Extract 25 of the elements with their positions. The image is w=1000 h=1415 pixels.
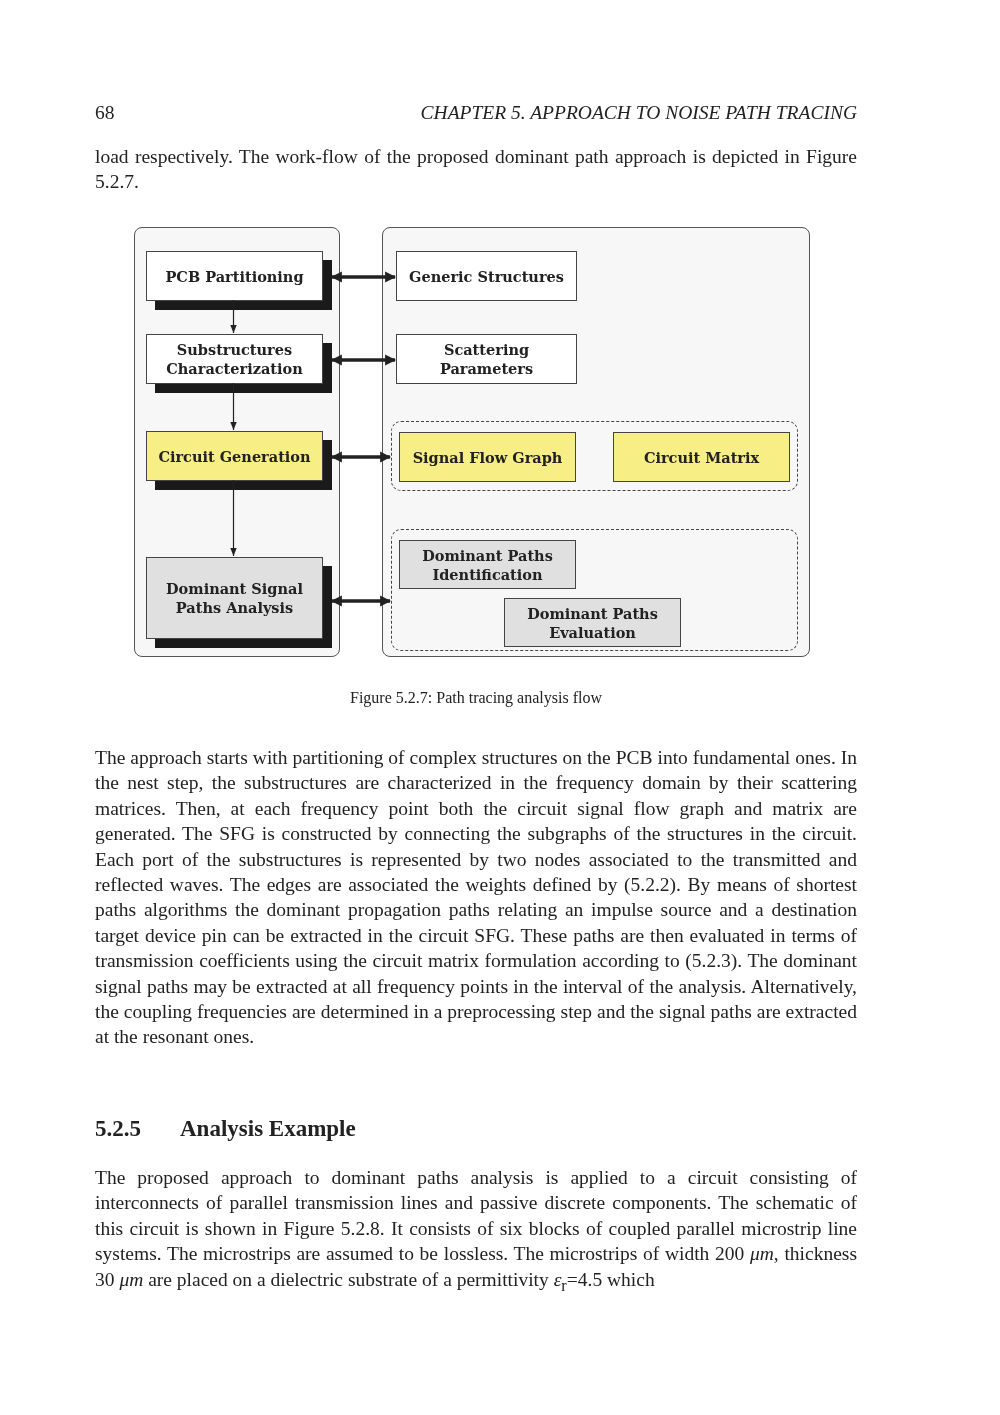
process-box: Generic Structures <box>396 251 577 301</box>
section-heading: Analysis Example <box>180 1115 357 1143</box>
paragraph: The approach starts with partitioning of complex structures on the PCB into fundamental ones. In the nest step, the substructures are characterized in the frequency domain by their scattering matrices. Then, at each frequency point both the circuit signal flow graph and matrix are generated. The SFG is constructed by connecting the subgraphs of the structures in the circuit. Each port of the substructures is represented by two nodes associated to the transmitted and reflected waves. The edges are associated the weights defined by (5.2.2). By means of shortest paths algorithms the dominant propagation paths relating an impulse source and a destination target device pin can be extracted in the circuit SFG. These paths are then evaluated in terms of transmission coefficients using the circuit matrix formulation according to (5.2.3). The dominant signal paths may be extracted at all frequency points in the interval of the analysis. Alternatively, the coupling frequencies are determined in a preprocessing step and the signal paths are extracted at the resonant ones. <box>95 746 857 1050</box>
running-header: CHAPTER 5. APPROACH TO NOISE PATH TRACING <box>419 101 857 125</box>
section-number: 5.2.5 <box>95 1115 142 1143</box>
double-arrow <box>330 451 392 463</box>
process-box: Dominant Paths Identification <box>399 540 576 589</box>
process-box: Circuit Matrix <box>613 432 790 482</box>
group-panel <box>134 227 340 657</box>
arrow <box>230 479 237 557</box>
process-box: Dominant Paths Evaluation <box>504 598 681 647</box>
dashed-group-box <box>391 421 798 491</box>
double-arrow <box>330 271 397 283</box>
paragraph: load respectively. The work-flow of the proposed dominant path approach is depicted in Figure 5.2.7. <box>95 145 857 195</box>
process-box: Signal Flow Graph <box>399 432 576 482</box>
paragraph: The proposed approach to dominant paths analysis is applied to a circuit consisting of interconnects of parallel transmission lines and passive discrete components. The schematic of this circuit is shown in Figure 5.2.8. It consists of six blocks of coupled parallel microstrip line systems. The microstrips are assumed to be lossless. The microstrips of width 200 μm, thickness 30 μm are placed on a dielectric substrate of a permittivity ε$_{r}$=4.5 which <box>95 1166 857 1297</box>
double-arrow <box>330 354 397 366</box>
process-box: Scattering Parameters <box>396 334 577 384</box>
group-panel <box>382 227 810 657</box>
arrow <box>230 299 237 334</box>
arrow <box>230 382 237 431</box>
dashed-group-box <box>391 529 798 651</box>
page-number: 68 <box>95 101 116 125</box>
double-arrow <box>330 595 392 607</box>
figure-caption: Figure 5.2.7: Path tracing analysis flow <box>349 688 603 709</box>
